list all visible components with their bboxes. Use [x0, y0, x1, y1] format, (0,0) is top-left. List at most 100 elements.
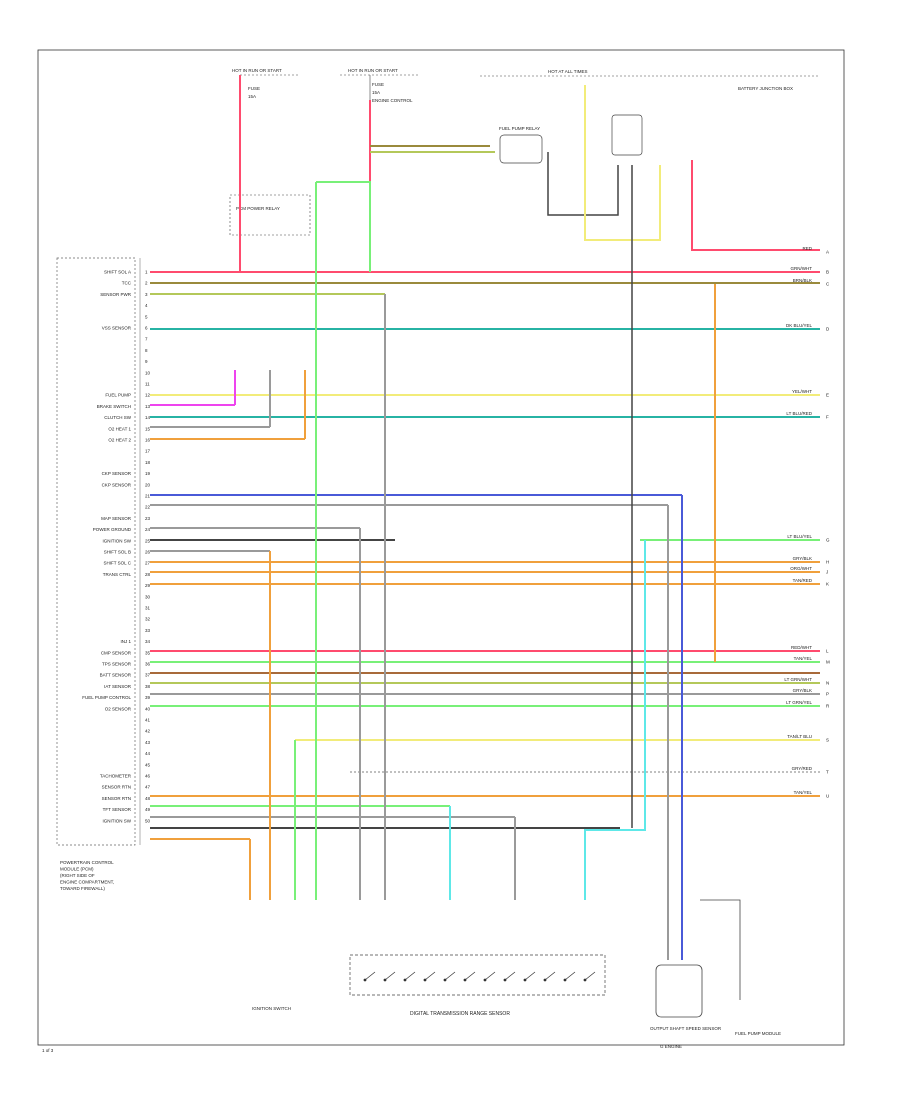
wire — [547, 152, 619, 216]
pcm-pin-number: 47 — [145, 785, 151, 790]
pcm-pin-number: 5 — [145, 314, 148, 319]
switch-arm — [444, 971, 456, 981]
pcm-pin-label: SHIFT SOL A — [104, 270, 131, 275]
pcm-label-line: MODULE (PCM) — [60, 867, 94, 872]
switch-arm — [364, 971, 376, 981]
pcm-pin-number: 14 — [145, 415, 151, 420]
pcm-pin-label: TPS SENSOR — [102, 662, 132, 667]
pcm-pin-number: 26 — [145, 550, 151, 555]
right-connector-id: L — [826, 649, 829, 654]
right-wire-label: LT BLU/YEL — [787, 534, 812, 539]
fuse-1-line: FUSE — [248, 86, 260, 91]
pcm-pin-number: 16 — [145, 438, 151, 443]
pcm-pin-label: INJ 1 — [120, 639, 131, 644]
pcm-pin-number: 50 — [145, 818, 151, 823]
switch-arm — [484, 971, 496, 981]
pcm-pin-number: 34 — [145, 639, 151, 644]
ground-label: G ENGINE — [660, 1044, 682, 1049]
wire — [584, 85, 661, 241]
pcm-pin-number: 44 — [145, 751, 151, 756]
pcm-pin-label: SENSOR RTN — [102, 796, 131, 801]
fuse-2-line: 15A — [372, 90, 380, 95]
pcm-pin-number: 24 — [145, 527, 151, 532]
pcm-pin-number: 32 — [145, 617, 151, 622]
wire-group — [150, 75, 820, 1000]
pcm-pin-number: 41 — [145, 718, 151, 723]
fuse-1-title: HOT IN RUN OR START — [232, 68, 282, 73]
pcm-pin-label: TCC — [122, 281, 132, 286]
right-wire-label: TAN/RED — [793, 578, 813, 583]
pcm-pin-number: 35 — [145, 650, 151, 655]
wire — [584, 540, 646, 900]
pcm-pin-number: 43 — [145, 740, 151, 745]
pcm-pin-number: 1 — [145, 270, 148, 275]
relay-box-1 — [229, 194, 311, 236]
switch-arm — [384, 971, 396, 981]
pcm-pin-number: 7 — [145, 337, 148, 342]
pcm-pin-label: CLUTCH SW — [104, 415, 132, 420]
switch-arm — [564, 971, 576, 981]
pcm-pin-number: 21 — [145, 494, 151, 499]
pcm-pin-label: SHIFT SOL C — [103, 561, 131, 566]
pcm-pin-number: 18 — [145, 460, 151, 465]
right-connector-id: P — [826, 692, 829, 697]
pcm-pin-number: 39 — [145, 695, 151, 700]
pcm-pin-label: O2 SENSOR — [105, 706, 132, 711]
pcm-pin-label: FUEL PUMP — [105, 393, 131, 398]
pcm-label-line: ENGINE COMPARTMENT, — [60, 880, 114, 885]
right-connector-id: G — [826, 538, 830, 543]
pcm-pin-number: 22 — [145, 505, 151, 510]
battery-junction-label: BATTERY JUNCTION BOX — [738, 86, 793, 91]
switch-arm — [464, 971, 476, 981]
pcm-pin-number: 12 — [145, 393, 151, 398]
right-wire-label: DK BLU/YEL — [786, 323, 813, 328]
wire — [316, 181, 371, 272]
pcm-pin-label: POWER GROUND — [93, 527, 132, 532]
switch-arm — [544, 971, 556, 981]
trs-switch-group — [363, 971, 596, 982]
pcm-pin-number: 3 — [145, 292, 148, 297]
pcm-pin-label: IAT SENSOR — [104, 684, 132, 689]
pcm-pin-label: CKP SENSOR — [102, 482, 132, 487]
hot-at-all-times: HOT AT ALL TIMES — [480, 69, 820, 77]
trans-range-sensor-label: DIGITAL TRANSMISSION RANGE SENSOR — [410, 1011, 510, 1017]
pcm-pin-label: SENSOR RTN — [102, 785, 131, 790]
relay-2-name: FUEL PUMP RELAY — [499, 126, 540, 131]
fuel-pump-module-label: FUEL PUMP MODULE — [735, 1031, 781, 1036]
output-shaft-sensor-box — [655, 964, 703, 1018]
pcm-pin-label: SENSOR PWR — [100, 292, 132, 297]
pcm-pin-number: 4 — [145, 303, 148, 308]
pcm-pin-label: MAP SENSOR — [101, 516, 132, 521]
hot-at-all-times-label: HOT AT ALL TIMES — [548, 69, 588, 74]
right-connector-id: K — [826, 582, 829, 587]
ignition-switch-label: IGNITION SWITCH — [252, 1006, 291, 1011]
wire — [691, 160, 820, 251]
pcm-outline — [56, 257, 136, 846]
pcm-pin-number: 6 — [145, 326, 148, 331]
diagram-frame — [37, 49, 845, 1046]
right-connector-id: D — [826, 327, 830, 332]
pcm-pin-label: TRANS CTRL — [103, 572, 132, 577]
right-wire-label: GRN/WHT — [791, 266, 813, 271]
right-connector-id: N — [826, 681, 829, 686]
switch-arm — [524, 971, 536, 981]
pcm-pin-number: 49 — [145, 807, 151, 812]
right-connector-id: S — [826, 738, 829, 743]
pcm-pin-number: 27 — [145, 561, 151, 566]
right-connector-id: F — [826, 415, 829, 420]
pcm-pin-number: 28 — [145, 572, 151, 577]
pcm-pin-number: 42 — [145, 729, 151, 734]
pcm-pin-label: O2 HEAT 1 — [108, 426, 131, 431]
right-wire-label: LT GRN/YEL — [786, 700, 812, 705]
output-shaft-sensor-label: OUTPUT SHAFT SPEED SENSOR — [650, 1026, 722, 1031]
pcm-pin-label: TFT SENSOR — [103, 807, 132, 812]
right-connector-id: C — [826, 282, 830, 287]
fuse-1: HOT IN RUN OR START FUSE 15A — [232, 68, 300, 250]
fuse-2: HOT IN RUN OR START FUSE 15A ENGINE CONT… — [340, 68, 420, 250]
pcm-pin-number: 23 — [145, 516, 151, 521]
right-wire-label: TAN/LT BLU — [787, 734, 812, 739]
pcm-pin-label: BATT SENSOR — [100, 673, 132, 678]
